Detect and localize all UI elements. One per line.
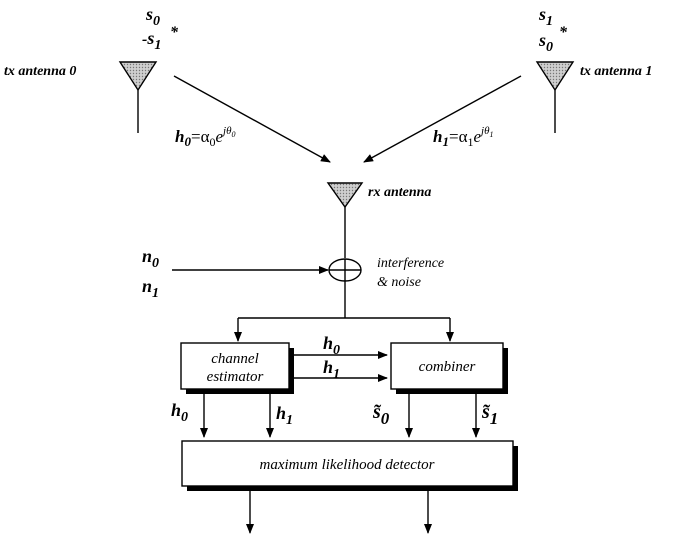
mid-h0-label: h0 <box>323 333 340 358</box>
tx-antenna-1-label: tx antenna 1 <box>580 64 652 79</box>
tx1-conjugate-star: * <box>559 24 568 41</box>
channel-h1-equation: h1=α1ejθ1 <box>433 125 494 149</box>
tx-antenna-0-label: tx antenna 0 <box>4 64 76 79</box>
interference-label-line1: interference <box>377 256 444 271</box>
channel-h0-equation: h0=α0ejθ0 <box>175 125 236 149</box>
down-h0-label: h0 <box>171 400 188 425</box>
tx-antenna-0-triangle-icon <box>118 61 158 92</box>
interference-label-line2: & noise <box>377 275 421 290</box>
channel-estimator-label-line2: estimator <box>207 369 264 385</box>
ml-detector-box <box>181 440 518 491</box>
channel-h0-arrow <box>173 75 331 163</box>
tx1-symbol-s0: s0 <box>538 30 553 55</box>
sum-node <box>328 258 362 282</box>
s1-tilde-label: s̃1 <box>481 401 498 428</box>
tx0-symbol-minus-s1: -s1 <box>142 28 161 53</box>
tx-antenna-1 <box>535 61 575 133</box>
rx-antenna-label: rx antenna <box>368 185 431 200</box>
noise-n0: n0 <box>142 246 159 271</box>
channel-estimator-box <box>180 342 294 394</box>
rx-antenna <box>326 182 364 258</box>
s0-tilde-label: s̃0 <box>372 401 390 428</box>
tx-antenna-1-triangle-icon <box>535 61 575 92</box>
channel-h1-arrow <box>363 75 522 163</box>
tx1-symbol-s1: s1 <box>538 4 553 29</box>
channel-estimator-label-line1: channel <box>211 351 258 367</box>
noise-n1: n1 <box>142 276 159 301</box>
combiner-box <box>390 342 508 394</box>
tx0-conjugate-star: * <box>170 24 179 41</box>
tx0-symbol-s0: s0 <box>145 4 160 29</box>
tx-antenna-0 <box>118 61 158 133</box>
ml-detector-label: maximum likelihood detector <box>260 457 435 473</box>
mid-h1-label: h1 <box>323 357 340 382</box>
rx-antenna-triangle-icon <box>326 182 364 209</box>
combiner-label: combiner <box>419 359 476 375</box>
down-h1-label: h1 <box>276 403 293 428</box>
